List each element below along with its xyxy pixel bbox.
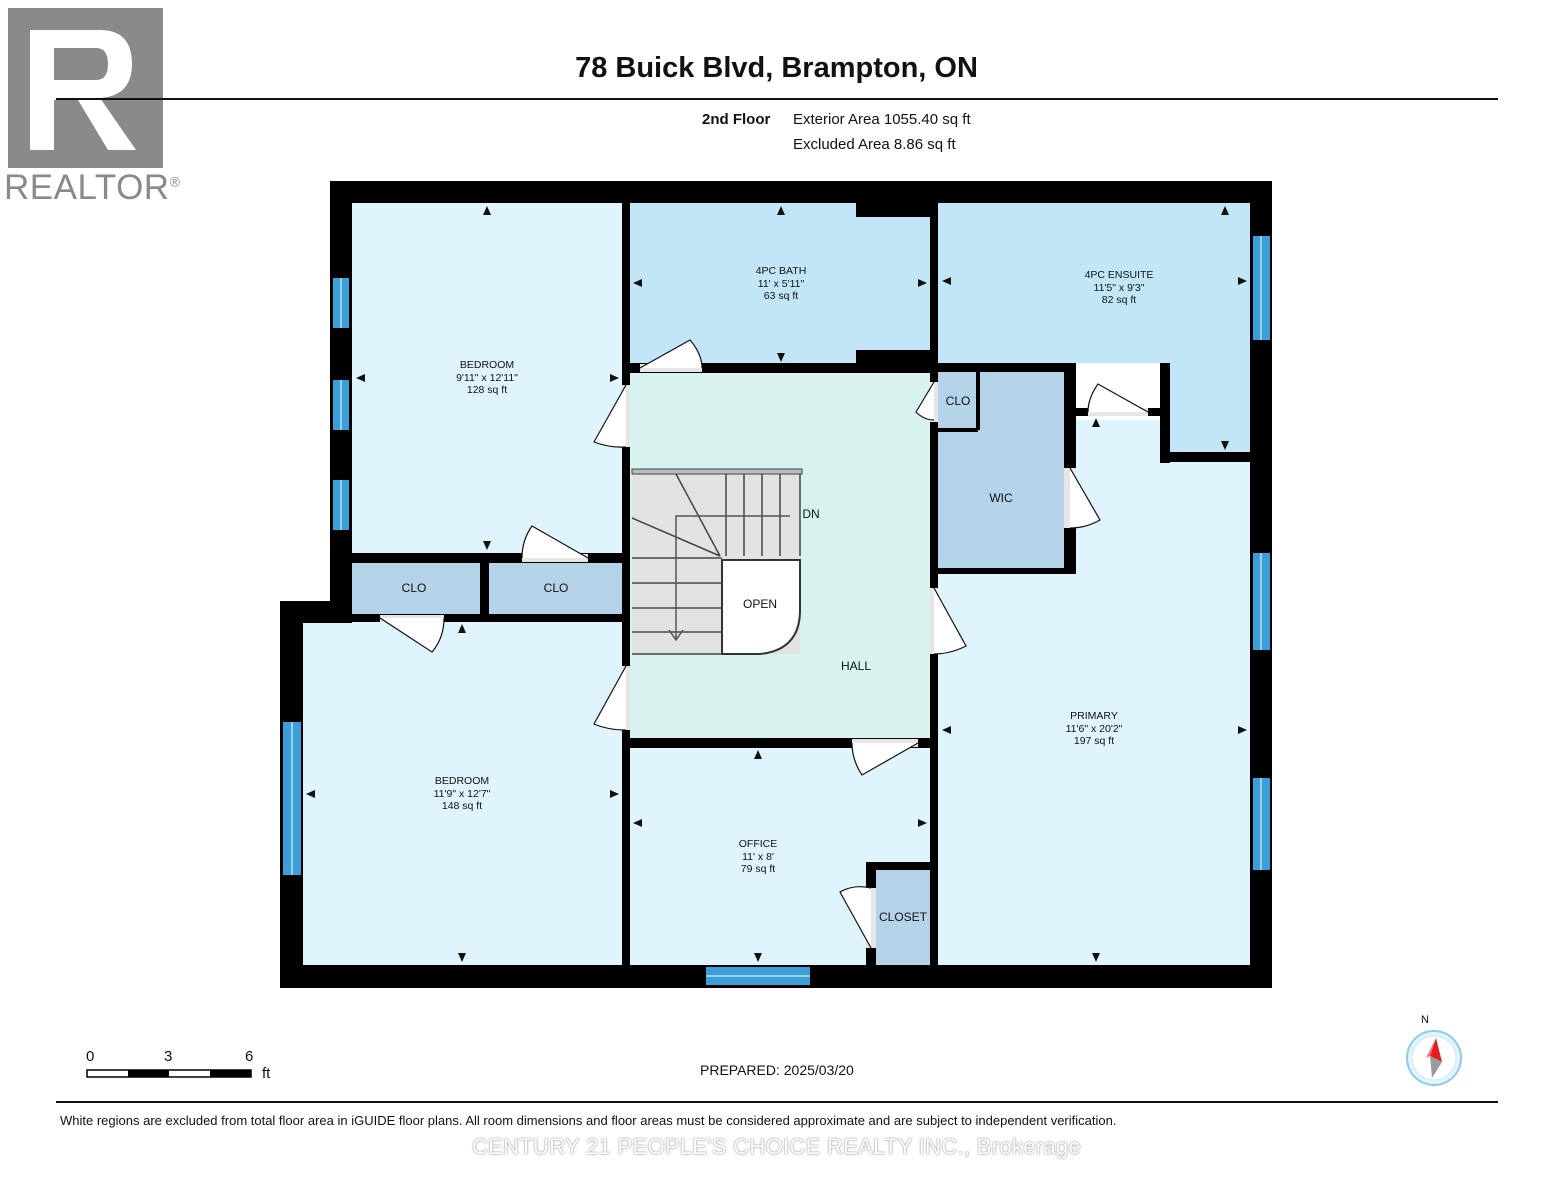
footer-divider — [56, 1101, 1498, 1103]
scale-label-3: 3 — [164, 1048, 173, 1065]
compass-north-label: N — [1421, 1014, 1429, 1026]
exterior-area: Exterior Area 1055.40 sq ft — [793, 111, 971, 128]
bedroom-top-fill — [352, 203, 622, 553]
title-divider — [56, 98, 1498, 100]
realtor-logo — [8, 8, 163, 168]
clo-small-fill — [938, 372, 978, 430]
door — [521, 525, 589, 559]
clo-right-fill — [489, 563, 622, 615]
bedroom-bottom-fill — [303, 622, 622, 965]
door — [593, 384, 627, 448]
disclaimer-note: White regions are excluded from total fl… — [60, 1113, 1117, 1128]
staircase — [631, 468, 803, 655]
scale-label-0: 0 — [86, 1048, 95, 1065]
door — [379, 617, 445, 653]
door — [593, 665, 627, 731]
door — [1069, 467, 1101, 529]
scale-unit: ft — [262, 1065, 271, 1082]
door — [851, 742, 919, 776]
space-clo-right: CLO — [543, 581, 569, 595]
page-title: 78 Buick Blvd, Brampton, ON — [575, 52, 978, 84]
compass-icon — [1406, 1030, 1462, 1086]
primary-fill — [938, 420, 1250, 965]
prepared-date: PREPARED: 2025/03/20 — [700, 1062, 854, 1078]
brokerage-watermark: CENTURY 21 PEOPLE'S CHOICE REALTY INC., … — [471, 1134, 1082, 1159]
floor-label: 2nd Floor — [702, 111, 771, 128]
room-bedroom-top: BEDROOM 9'11" x 12'11" 128 sq ft — [456, 359, 518, 396]
clo-left-fill — [347, 563, 480, 615]
excluded-area: Excluded Area 8.86 sq ft — [793, 136, 956, 153]
scale-label-6: 6 — [245, 1048, 254, 1065]
door — [639, 339, 703, 369]
space-clo-upper: CLO — [945, 394, 971, 408]
door — [933, 587, 967, 655]
room-office: OFFICE 11' x 8' 79 sq ft — [738, 838, 778, 875]
space-open: OPEN — [742, 597, 777, 611]
stairs-down-label: DN — [802, 507, 820, 521]
bath-fill — [630, 203, 930, 363]
room-fills — [303, 203, 1250, 965]
open-area — [721, 559, 801, 655]
space-clo-left: CLO — [401, 581, 427, 595]
space-wic: WIC — [989, 491, 1013, 505]
room-4pc-ensuite: 4PC ENSUITE 11'5" x 9'3" 82 sq ft — [1084, 269, 1154, 306]
door — [1087, 383, 1149, 413]
room-primary: PRIMARY 11'6" x 20'2" 197 sq ft — [1065, 710, 1123, 747]
scale-bar — [86, 1069, 252, 1078]
door — [839, 886, 872, 949]
closet-fill — [876, 870, 930, 965]
space-closet: CLOSET — [878, 910, 927, 924]
room-bedroom-bottom: BEDROOM 11'9" x 12'7" 148 sq ft — [433, 775, 491, 812]
space-hall: HALL — [840, 659, 872, 673]
realtor-wordmark: REALTOR® — [4, 168, 181, 207]
ensuite-fill — [938, 203, 1250, 452]
door — [915, 381, 935, 421]
door-swings — [379, 339, 1149, 949]
dimension-arrows — [306, 206, 1247, 962]
room-4pc-bath: 4PC BATH 11' x 5'11" 63 sq ft — [755, 265, 807, 302]
